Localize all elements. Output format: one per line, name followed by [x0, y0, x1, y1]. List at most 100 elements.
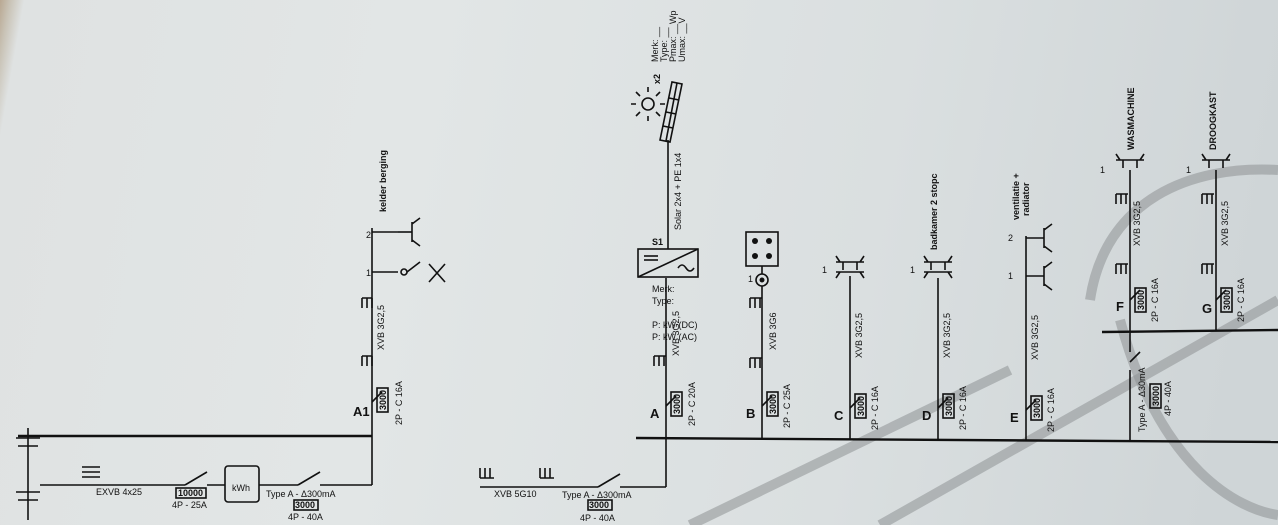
socket-outlet-icon [398, 217, 421, 247]
socket-outlet-icon [1043, 223, 1053, 253]
group-e-point-2: 2 [1008, 233, 1013, 243]
group-d-letter: D [922, 408, 931, 423]
group-a1-ground-marks-icon [361, 297, 373, 366]
circuit-group-g: G 3000 2P - C 16A XVB 3G2,5 1 DROOGKAST [1186, 91, 1246, 331]
group-e-breaker-spec: 2P - C 16A [1046, 388, 1056, 432]
main-cable-label: EXVB 4x25 [96, 487, 142, 497]
inverter-icon [637, 248, 699, 278]
circuit-group-a1: A1 3000 2P - C 16A XVB 3G2,5 1 2 kelder … [353, 150, 446, 436]
group-a1-point-2: 2 [366, 230, 371, 240]
group-b-point-1: 1 [748, 274, 753, 284]
group-f-cable: XVB 3G2,5 [1132, 201, 1142, 246]
secondary-cable: XVB 5G10 [494, 489, 537, 499]
secondary-rcd-switch-icon [597, 438, 667, 488]
inverter-type: Type: [652, 296, 674, 306]
panel-pmax: Pmax: __Wp [668, 10, 678, 62]
main-breaker-rating: 10000 [178, 488, 203, 498]
group-g-cable: XVB 3G2,5 [1220, 201, 1230, 246]
group-b-ground-marks-icon [749, 297, 762, 368]
group-c-breaker-spec: 2P - C 16A [870, 386, 880, 430]
group-e-room-line1: ventilatie + [1011, 173, 1021, 220]
group-c-point-1: 1 [822, 265, 827, 275]
circuit-group-a: A 3000 2P - C 20A XVB 3G2,5 S1 Merk: Typ… [631, 10, 699, 438]
switch-icon [400, 261, 446, 283]
group-f-point-1: 1 [1100, 165, 1105, 175]
main-rcd-rating: 3000 [295, 500, 315, 510]
sub-busbar [1101, 328, 1278, 334]
group-b-letter: B [746, 406, 755, 421]
secondary-busbar [635, 436, 1278, 444]
group-f-breaker-spec: 2P - C 16A [1150, 278, 1160, 322]
panel-type: Type: __ [659, 26, 669, 62]
group-d-breaker-rating: 3000 [944, 396, 954, 416]
group-a1-cable: XVB 3G2,5 [376, 305, 386, 350]
socket-outlet-icon [1201, 153, 1231, 168]
group-a-cable: XVB 3G2,5 [671, 311, 681, 356]
ground-icon [16, 428, 40, 520]
group-a1-room: kelder berging [378, 150, 388, 212]
group-f-room: WASMACHINE [1126, 88, 1136, 151]
inverter-label: S1 [652, 237, 663, 247]
group-e-cable: XVB 3G2,5 [1030, 315, 1040, 360]
group-g-breaker-rating: 3000 [1222, 290, 1232, 310]
socket-outlet-icon [1115, 153, 1145, 168]
sun-icon [631, 87, 665, 121]
group-b-cable: XVB 3G6 [768, 312, 778, 350]
solar-cable: Solar 2x4 + PE 1x4 [673, 153, 683, 230]
sub-rcd: Type A - Δ30mA 3000 4P - 40A [1101, 328, 1278, 442]
group-a1-breaker-rating: 3000 [378, 390, 388, 410]
group-g-room: DROOGKAST [1208, 91, 1218, 150]
cooker-outlet-icon [745, 231, 779, 287]
circuit-group-e: E 3000 2P - C 16A XVB 3G2,5 1 2 ventilat… [1008, 173, 1056, 441]
double-socket-icon [923, 255, 953, 279]
group-f-letter: F [1116, 299, 1124, 314]
main-rcd-switch-icon [297, 436, 373, 486]
group-a1-point-1: 1 [366, 268, 371, 278]
secondary-rcd-type: Type A - Δ300mA [562, 490, 632, 500]
group-c-breaker-rating: 3000 [856, 396, 866, 416]
group-g-point-1: 1 [1186, 165, 1191, 175]
group-e-point-1: 1 [1008, 271, 1013, 281]
main-breaker-switch-icon [184, 471, 225, 486]
secondary-rcd-rating: 3000 [589, 500, 609, 510]
main-breaker-spec: 4P - 25A [172, 500, 207, 510]
panel-umax: Umax: __V [677, 17, 687, 62]
circuit-group-f: F 3000 2P - C 16A XVB 3G2,5 1 WASMACHINE [1100, 88, 1160, 332]
main-feed: EXVB 4x25 10000 4P - 25A kWh Type A - Δ3… [16, 428, 373, 522]
main-rcd-type: Type A - Δ300mA [266, 489, 336, 499]
group-d-cable: XVB 3G2,5 [942, 313, 952, 358]
group-b-breaker-spec: 2P - C 25A [782, 384, 792, 428]
group-a-letter: A [650, 406, 660, 421]
sub-rcd-spec: 4P - 40A [1163, 381, 1173, 416]
cable-ground-mark-icon [82, 466, 100, 478]
inverter-merk: Merk: [652, 284, 675, 294]
group-e-room-line2: radiator [1021, 182, 1031, 216]
inverter-p-dc: P: kW (DC) [652, 320, 698, 330]
group-a1-letter: A1 [353, 404, 370, 419]
group-e-breaker-rating: 3000 [1032, 398, 1042, 418]
panel-count: x2 [652, 74, 662, 84]
group-f-ground-marks-icon [1115, 193, 1128, 274]
solar-panel-icon [659, 81, 683, 143]
circuit-group-c: C 3000 2P - C 16A XVB 3G2,5 1 [822, 255, 880, 440]
circuit-group-d: D 3000 2P - C 16A XVB 3G2,5 1 badkamer 2… [910, 173, 968, 440]
sub-rcd-type: Type A - Δ30mA [1137, 367, 1147, 432]
group-b-breaker-rating: 3000 [768, 394, 778, 414]
group-c-cable: XVB 3G2,5 [854, 313, 864, 358]
double-socket-icon [835, 255, 865, 279]
main-rcd-spec: 4P - 40A [288, 512, 323, 522]
group-a-ground-mark-icon [653, 355, 666, 366]
group-f-breaker-rating: 3000 [1136, 290, 1146, 310]
group-a-breaker-rating: 3000 [672, 394, 682, 414]
group-d-breaker-spec: 2P - C 16A [958, 386, 968, 430]
circuit-group-b: B 3000 2P - C 25A XVB 3G6 1 [745, 231, 792, 439]
panel-merk: Merk: __ [650, 26, 660, 62]
group-d-room: badkamer 2 stopc [929, 173, 939, 250]
group-a-breaker-spec: 2P - C 20A [687, 382, 697, 426]
secondary-feed: XVB 5G10 Type A - Δ300mA 3000 4P - 40A [479, 436, 1278, 523]
group-g-letter: G [1202, 301, 1212, 316]
group-e-letter: E [1010, 410, 1019, 425]
inverter-p-ac: P: kW (AC) [652, 332, 697, 342]
